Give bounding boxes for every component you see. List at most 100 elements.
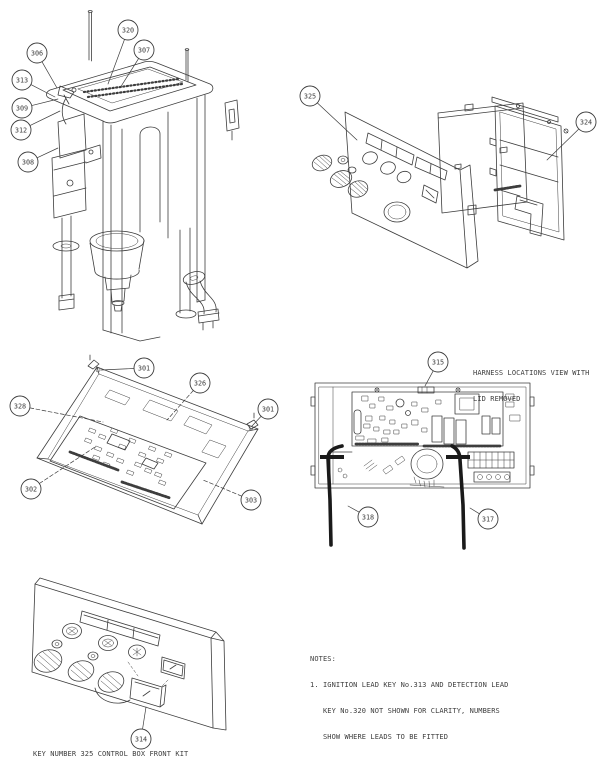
callout-leader-line [316,102,358,141]
callout-leader-line [142,706,147,730]
callout-balloon [10,119,32,141]
callout-balloon [133,357,155,379]
callout-number: 315 [432,358,444,366]
harness-view-title: HARNESS LOCATIONS VIEW WITH LID REMOVED [473,352,590,421]
callout-317: 317 [469,507,499,530]
coil [410,448,444,480]
burner-frame-inner [62,66,197,112]
callout-number: 320 [122,26,134,34]
callout-326: 326 [166,372,211,421]
callout-leader-line [31,98,59,106]
callout-318: 318 [347,505,379,528]
callout-balloon [20,478,42,500]
callout-number: 318 [362,513,374,521]
callout-325: 325 [299,85,358,141]
venturi-assembly [89,230,145,312]
notes-line: SHOW WHERE LEADS TO BE FITTED [310,732,449,741]
figure-pcb-box [36,354,259,525]
lead-left [326,444,344,547]
lid-connector [417,386,435,394]
callout-leader-line [251,415,262,427]
callout-leader-line [119,58,140,89]
callout-number: 302 [25,485,37,493]
callout-leader-line [29,110,61,126]
callout-leader-line [39,446,96,484]
callout-number: 326 [194,379,206,387]
callout-leader-line [30,84,56,98]
callout-leader-line [347,505,360,513]
pcb-transformer [106,433,159,470]
callout-leader-line [107,39,125,85]
panel-sides [34,577,227,731]
front-panel [344,111,479,269]
callout-leader-line [469,507,480,515]
figure-harness-view [310,382,535,550]
callout-balloon [11,97,33,119]
terminal-strip [467,451,515,483]
harness-title-line1: HARNESS LOCATIONS VIEW WITH [473,369,590,378]
callout-312: 312 [10,110,61,141]
callout-number: 301 [262,405,274,413]
notes-line: 1. IGNITION LEAD KEY No.313 AND DETECTIO… [310,680,509,689]
callout-314: 314 [130,706,152,750]
case-notch [514,195,544,237]
callout-306: 306 [26,42,58,89]
callout-leader-line [202,479,243,497]
callout-balloon [117,19,139,41]
harness-pcb-components [355,393,521,444]
pcb-edge-connectors [354,442,502,448]
callout-balloon [189,372,211,394]
callout-leader-line [36,147,59,159]
notes-line: KEY No.320 NOT SHOWN FOR CLARITY, NUMBER… [310,706,500,715]
burner-stud-left [88,11,92,62]
hinge-clip-right [246,412,259,430]
callout-leader-line [100,368,135,371]
electrode-cluster [57,85,75,125]
callout-number: 309 [16,104,28,112]
figure-burner-assembly [46,10,240,342]
notes-block: NOTES: 1. IGNITION LEAD KEY No.313 AND D… [310,638,508,758]
harness-box-outer [314,382,531,489]
burner-frame-outer [46,61,214,124]
callout-number: 301 [138,364,150,372]
pcb-connector-rows [68,450,172,500]
outlet-pipe [182,271,220,331]
callout-number: 328 [14,402,26,410]
callout-balloon [133,39,155,61]
display-window [160,656,186,680]
callout-number: 307 [138,46,150,54]
callout-number: 303 [245,496,257,504]
callout-313: 313 [11,69,56,98]
callout-number: 324 [580,118,592,126]
callout-302: 302 [20,446,96,500]
callout-number: 313 [16,76,28,84]
callout-309: 309 [11,97,59,119]
callout-balloon [17,151,39,173]
front-kit-caption: KEY NUMBER 325 CONTROL BOX FRONT KIT [33,750,189,758]
callout-number: 314 [135,735,147,743]
callout-balloon [130,728,152,750]
callout-balloon [575,111,597,133]
loom-components [363,455,406,475]
cable-clamps [320,455,470,459]
figure-front-kit [31,577,227,731]
callout-320: 320 [107,19,139,85]
frame-latch [224,99,240,141]
callout-number: 325 [304,92,316,100]
callout-balloon [257,398,279,420]
harness-title-line2: LID REMOVED [473,394,521,403]
callout-301: 301 [251,398,279,427]
burner-stud-right [185,49,189,83]
screw-knobs [51,623,146,661]
hinge-clip-left [87,354,100,370]
burner-ports-row2 [86,82,184,99]
callout-leader-line [424,370,434,387]
reset-button [129,677,167,708]
callout-balloon [9,395,31,417]
callout-308: 308 [17,147,59,173]
panel-slot [79,610,161,647]
gas-pipe [61,215,72,299]
callout-301: 301 [100,357,155,379]
